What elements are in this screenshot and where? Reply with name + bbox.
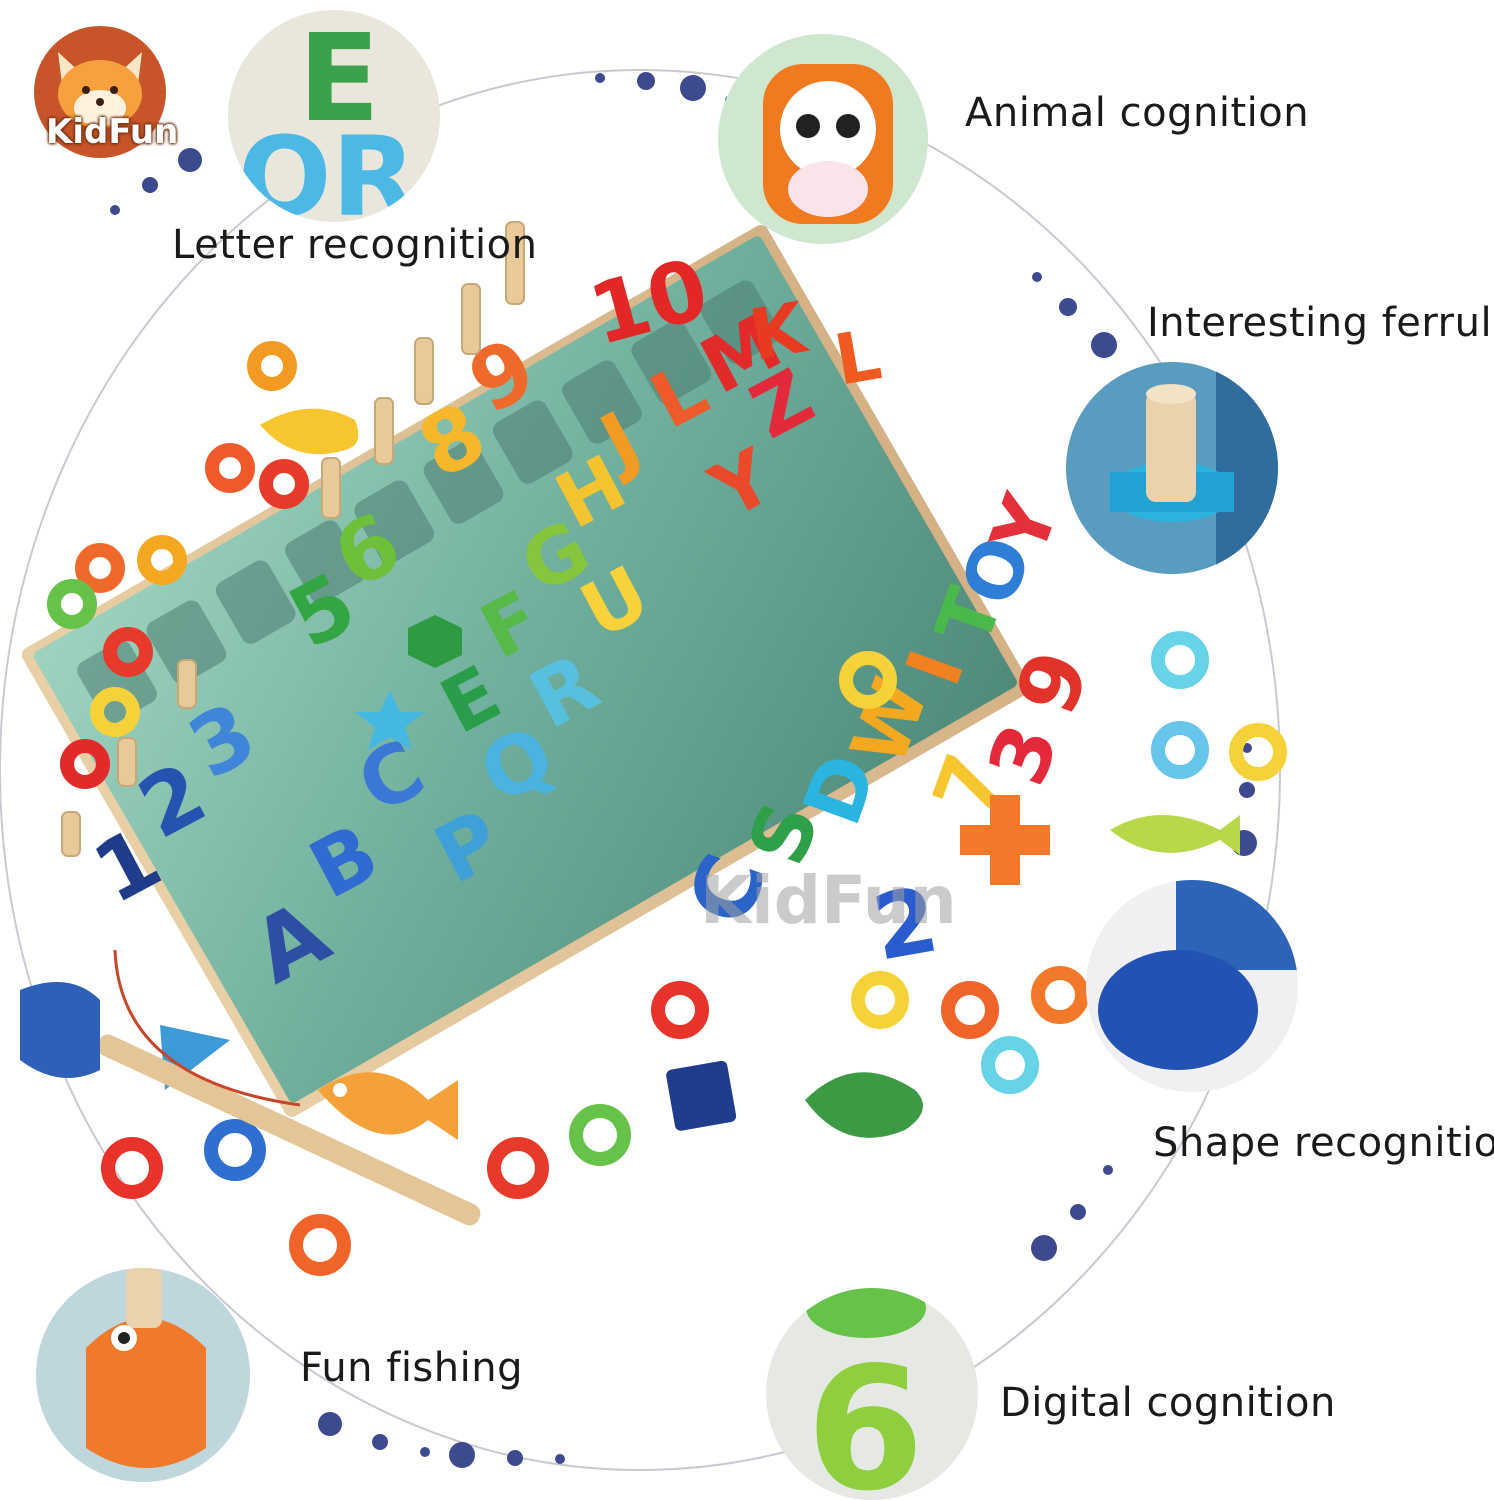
ferrule-thumbnail — [1066, 362, 1278, 574]
label-letter-recognition: Letter recognition — [172, 222, 538, 268]
svg-text:E: E — [298, 10, 380, 149]
animal-thumbnail — [718, 34, 928, 244]
star-piece — [355, 690, 425, 750]
digital-thumbnail: 6 — [766, 1288, 978, 1500]
brand-logo — [30, 22, 170, 162]
square-piece — [666, 1060, 737, 1131]
watermark: KidFun — [700, 862, 957, 939]
brand-name: KidFun — [46, 112, 179, 152]
wooden-board — [21, 225, 1031, 1117]
hexagon-piece — [408, 615, 462, 668]
pegs — [61, 221, 525, 857]
label-animal-cognition: Animal cognition — [965, 90, 1310, 136]
fox-logo-icon — [34, 26, 166, 158]
letter-thumbnail: E OR — [228, 10, 440, 222]
fishing-thumbnail — [36, 1268, 250, 1482]
fish-pieces — [20, 408, 1240, 1140]
fishing-rod — [97, 1034, 481, 1226]
label-shape-recognition: Shape recognition — [1153, 1120, 1494, 1166]
svg-text:6: 6 — [806, 1331, 924, 1500]
shape-thumbnail — [1086, 880, 1298, 1092]
orbit-dots — [110, 72, 1257, 1468]
label-fun-fishing: Fun fishing — [300, 1345, 523, 1391]
rings — [47, 341, 1287, 1276]
label-interesting-ferrule: Interesting ferrule — [1147, 300, 1494, 346]
label-digital-cognition: Digital cognition — [1000, 1380, 1336, 1426]
svg-text:9: 9 — [997, 638, 1109, 726]
